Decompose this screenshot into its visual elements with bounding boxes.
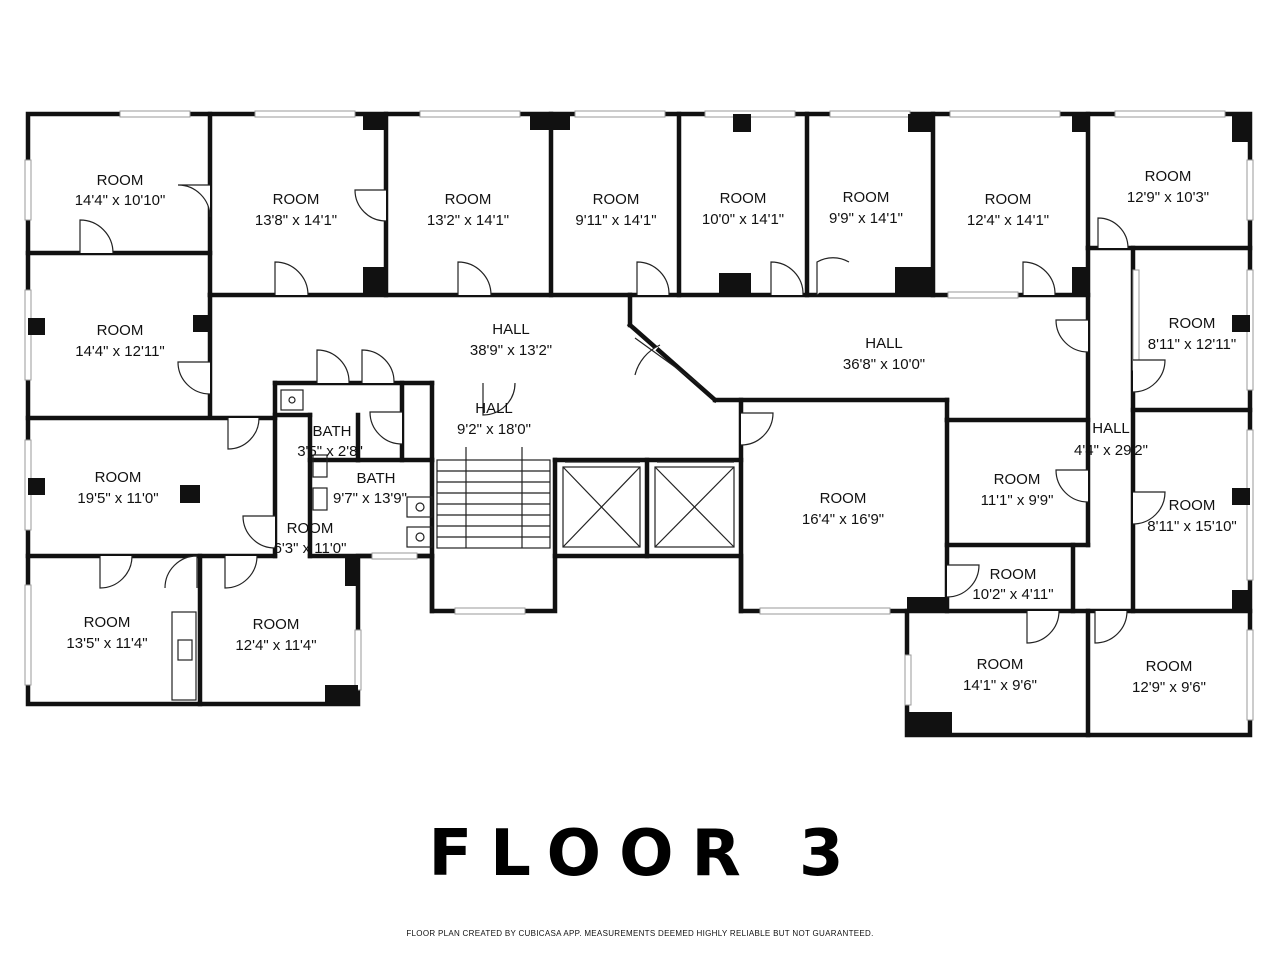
room-size: 13'2" x 14'1": [427, 212, 509, 229]
room-size: 11'1" x 9'9": [981, 492, 1054, 509]
hall-name: HALL: [865, 335, 903, 352]
staircase: [436, 447, 551, 549]
room-size: 9'9" x 14'1": [829, 210, 903, 227]
hall-size: 38'9" x 13'2": [470, 342, 552, 359]
room-name: ROOM: [95, 469, 142, 486]
room-name: ROOM: [287, 520, 334, 537]
hall-name: HALL: [475, 400, 513, 417]
room-name: ROOM: [97, 172, 144, 189]
room-name: ROOM: [720, 190, 767, 207]
doors: [79, 184, 1166, 644]
room-name: ROOM: [990, 566, 1037, 583]
room-name: ROOM: [445, 191, 492, 208]
room-size: 12'9" x 10'3": [1127, 189, 1209, 206]
room-name: ROOM: [253, 616, 300, 633]
room-name: ROOM: [84, 614, 131, 631]
hall-size: 36'8" x 10'0": [843, 356, 925, 373]
room-size: 12'4" x 14'1": [967, 212, 1049, 229]
hall-name: HALL: [492, 321, 530, 338]
bath-name: BATH: [357, 470, 396, 487]
floor-title: FLOOR 3: [428, 817, 861, 891]
room-size: 9'11" x 14'1": [575, 212, 656, 229]
room-name: ROOM: [977, 656, 1024, 673]
room-size: 8'11" x 15'10": [1147, 518, 1237, 535]
room-size: 19'5" x 11'0": [77, 490, 158, 507]
elevator-left: [562, 466, 641, 548]
fixtures: [171, 389, 735, 701]
hall-name: HALL: [1092, 420, 1130, 437]
bath-size: 9'7" x 13'9": [333, 490, 407, 507]
credit-note: FLOOR PLAN CREATED BY CUBICASA APP. MEAS…: [406, 929, 873, 938]
room-name: ROOM: [1145, 168, 1192, 185]
room-name: ROOM: [820, 490, 867, 507]
room-size: 14'4" x 10'10": [75, 192, 166, 209]
room-name: ROOM: [843, 189, 890, 206]
room-name: ROOM: [1146, 658, 1193, 675]
room-size: 8'11" x 12'11": [1148, 336, 1236, 353]
columns: [28, 114, 1250, 735]
elevator-right: [654, 466, 735, 548]
hall-size: 9'2" x 18'0": [457, 421, 531, 438]
room-size: 12'9" x 9'6": [1132, 679, 1206, 696]
room-name: ROOM: [985, 191, 1032, 208]
bath-size: 3'5" x 2'8": [297, 443, 363, 460]
room-size: 6'3" x 11'0": [274, 540, 347, 557]
room-name: ROOM: [994, 471, 1041, 488]
room-name: ROOM: [1169, 315, 1216, 332]
bath-name: BATH: [313, 423, 352, 440]
room-size: 13'5" x 11'4": [66, 635, 147, 652]
room-size: 14'1" x 9'6": [963, 677, 1037, 694]
hall-size: 4'4" x 29'2": [1074, 442, 1148, 459]
room-size: 16'4" x 16'9": [802, 511, 884, 528]
room-size: 10'2" x 4'11": [972, 586, 1053, 603]
room-size: 13'8" x 14'1": [255, 212, 337, 229]
room-size: 12'4" x 11'4": [235, 637, 316, 654]
room-name: ROOM: [1169, 497, 1216, 514]
room-name: ROOM: [593, 191, 640, 208]
room-name: ROOM: [97, 322, 144, 339]
room-size: 10'0" x 14'1": [702, 211, 784, 228]
room-name: ROOM: [273, 191, 320, 208]
room-labels: ROOM 14'4" x 10'10" ROOM 13'8" x 14'1" R…: [66, 168, 1236, 696]
room-size: 14'4" x 12'11": [75, 343, 165, 360]
